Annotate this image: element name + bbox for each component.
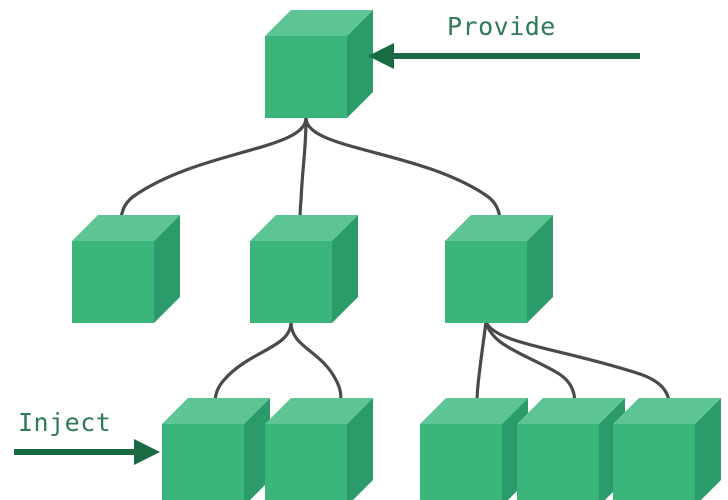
cube-top-face [517,398,625,424]
cube-top-face [162,398,270,424]
cube-front-face [162,424,244,500]
cube-top-face [613,398,721,424]
cube-node-root[interactable] [265,10,373,118]
cube-front-face [250,241,332,323]
cube-node-n3a[interactable] [420,398,528,500]
cube-layer [72,10,721,500]
inject-arrow-head [134,439,160,465]
n2-to-n2a [213,320,293,406]
cube-side-face [244,398,270,500]
cube-node-n2a[interactable] [162,398,270,500]
cube-front-face [265,36,347,118]
cube-front-face [445,241,527,323]
root-to-n1 [119,116,308,224]
cube-front-face [613,424,695,500]
cube-side-face [154,215,180,323]
cube-side-face [695,398,721,500]
cube-front-face [72,241,154,323]
connector-layer [119,116,671,408]
cube-side-face [332,215,358,323]
cube-side-face [347,398,373,500]
cube-front-face [420,424,502,500]
cube-top-face [265,398,373,424]
cube-node-n2[interactable] [250,215,358,323]
cube-front-face [517,424,599,500]
n2-to-n2b [289,320,343,406]
cube-node-n2b[interactable] [265,398,373,500]
cube-front-face [265,424,347,500]
cube-node-n3b[interactable] [517,398,625,500]
arrow-layer [14,43,640,465]
n3-to-n3c [484,320,671,406]
inject-label: Inject [18,408,112,437]
n3-to-n3a [475,320,488,408]
cube-node-n3[interactable] [445,215,553,323]
cube-top-face [265,10,373,36]
root-to-n2 [298,116,308,226]
n3-to-n3b [484,320,577,406]
cube-top-face [72,215,180,241]
cube-node-n3c[interactable] [613,398,721,500]
cube-side-face [347,10,373,118]
cube-top-face [445,215,553,241]
provide-label: Provide [447,12,556,41]
cube-top-face [250,215,358,241]
root-to-n3 [304,116,502,224]
cube-node-n1[interactable] [72,215,180,323]
cube-side-face [527,215,553,323]
provide-arrow-head [368,43,394,69]
cube-top-face [420,398,528,424]
